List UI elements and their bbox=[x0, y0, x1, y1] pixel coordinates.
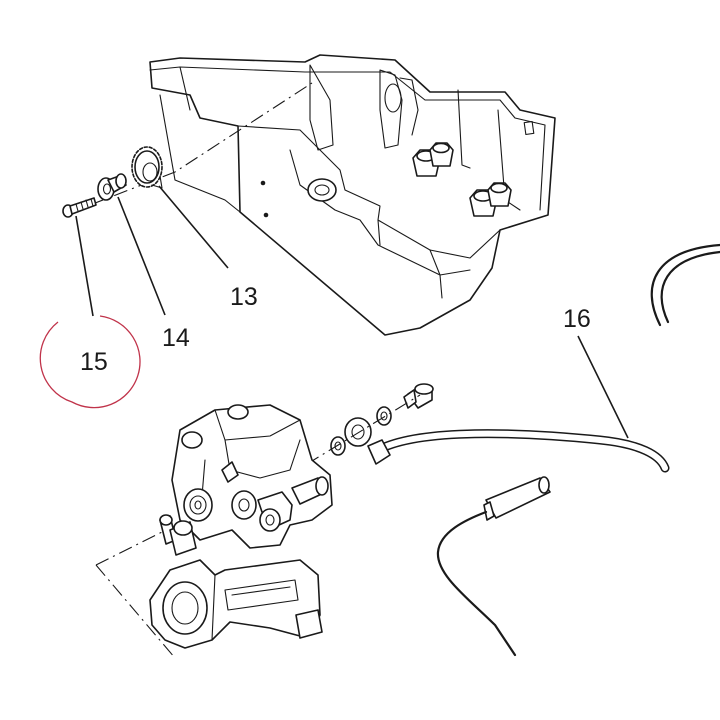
leader-14 bbox=[117, 196, 166, 316]
highlight-circle bbox=[39, 315, 141, 409]
boss-4 bbox=[487, 182, 512, 207]
part-15-screw bbox=[62, 197, 97, 218]
leader-15 bbox=[75, 215, 94, 317]
callout-13: 13 bbox=[230, 283, 258, 311]
wire-arc-right bbox=[650, 243, 720, 327]
boss-2 bbox=[429, 142, 454, 167]
assembly-axis-top bbox=[89, 82, 313, 206]
callout-16: 16 bbox=[563, 305, 591, 333]
part-14-washer bbox=[97, 173, 127, 201]
part-13-tone-wheel bbox=[131, 146, 163, 189]
sensor-bracket-housing bbox=[149, 54, 556, 336]
caliper-bracket bbox=[149, 559, 323, 649]
boss-3 bbox=[469, 189, 498, 217]
assembly-axis-caliper bbox=[95, 531, 176, 659]
speed-sensor bbox=[483, 476, 551, 521]
banjo-fitting bbox=[344, 417, 372, 447]
part-16-brake-hose bbox=[367, 429, 670, 473]
leader-16 bbox=[577, 335, 629, 439]
sensor-cable bbox=[436, 510, 517, 657]
brake-caliper bbox=[159, 404, 333, 556]
sealing-washer-2 bbox=[330, 436, 346, 456]
sealing-washer-1 bbox=[376, 406, 392, 426]
callout-14: 14 bbox=[162, 324, 190, 352]
callout-15: 15 bbox=[80, 348, 108, 376]
leader-13 bbox=[158, 185, 229, 269]
